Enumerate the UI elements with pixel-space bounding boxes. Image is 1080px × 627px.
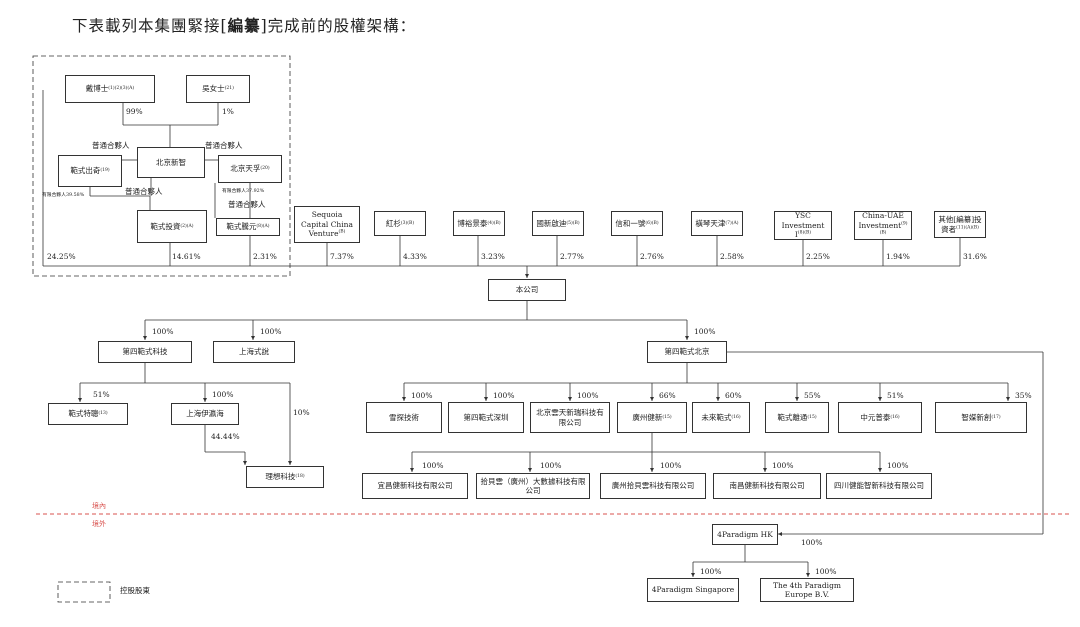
box-company: 本公司	[488, 279, 566, 301]
label-investor-pct-7: 1.94%	[886, 252, 910, 261]
label-bj-sub-pct-1: 100%	[493, 391, 515, 400]
label-lixiang-pct-a: 10%	[293, 408, 310, 417]
label-dai-direct: 24.25%	[47, 252, 76, 261]
label-bj-sub-pct-7: 35%	[1015, 391, 1032, 400]
label-bj-sub-pct-3: 66%	[659, 391, 676, 400]
box-wu: 吳女士(21)	[186, 75, 250, 103]
legend-dashed-box	[57, 581, 111, 603]
label-tecong-pct: 51%	[93, 390, 110, 399]
label-lp-chuqi: 有限合夥人39.58%	[42, 193, 85, 198]
label-investor-pct-6: 2.25%	[806, 252, 830, 261]
label-jianxin-sub-pct-1: 100%	[540, 461, 562, 470]
box-4paradigm-europe: The 4th Paradigm Europe B.V.	[760, 578, 854, 602]
box-bj-xinzhi: 北京新智	[137, 147, 205, 178]
box-bj-sub-litong: 範式離通(15)	[765, 402, 829, 433]
label-jianxin-sub-pct-4: 100%	[887, 461, 909, 470]
box-lixiang: 理想科技(18)	[246, 466, 324, 488]
box-sh-shiji: 上海式說	[213, 341, 295, 363]
box-fanshi-touzi: 範式投資(2)(A)	[137, 210, 207, 243]
label-gp-touzi: 普通合夥人	[125, 187, 163, 196]
box-fourth-tech: 第四範式科技	[98, 341, 192, 363]
box-jianxin-sub-shibei: 廣州拾貝雲科技有限公司	[600, 473, 706, 499]
label-sh-shiji-pct: 100%	[260, 327, 282, 336]
label-dai-pct: 99%	[126, 107, 143, 116]
box-bj-sub-shenzhen: 第四範式深圳	[448, 402, 524, 433]
box-fanshi-tecong: 範式特聰(13)	[48, 403, 128, 425]
label-investor-pct-2: 3.23%	[481, 252, 505, 261]
label-gp-right: 普通合夥人	[205, 141, 243, 150]
box-fourth-bj: 第四範式北京	[647, 341, 727, 363]
box-bj-sub-jianxin: 廣州健新(15)	[617, 402, 687, 433]
label-hk-pct: 100%	[801, 538, 823, 547]
label-investor-pct-4: 2.76%	[640, 252, 664, 261]
controlling-group-frame	[32, 55, 291, 277]
box-bj-sub-zhimei: 智媒新創(17)	[935, 402, 1027, 433]
box-investor-xinhe: 信和一號(6)(B)	[611, 211, 663, 236]
box-bj-sub-zhongyuan: 中元普泰(16)	[838, 402, 922, 433]
box-jianxin-sub-yichang: 宜昌健新科技有限公司	[362, 473, 468, 499]
label-investor-pct-8: 31.6%	[963, 252, 987, 261]
box-bj-sub-xuetan: 雪探技術	[366, 402, 442, 433]
box-4paradigm-hk: 4Paradigm HK	[712, 524, 778, 545]
label-gp-left: 普通合夥人	[92, 141, 130, 150]
label-overseas-sub-pct-1: 100%	[815, 567, 837, 576]
label-investor-pct-3: 2.77%	[560, 252, 584, 261]
label-overseas: 境外	[92, 520, 106, 528]
label-wu-pct: 1%	[222, 107, 234, 116]
box-investor-boyu: 博裕景泰(4)(B)	[453, 211, 505, 236]
page-heading: 下表載列本集團緊接[編纂]完成前的股權架構：	[72, 16, 417, 35]
label-investor-pct-0: 7.37%	[330, 252, 354, 261]
box-4paradigm-singapore: 4Paradigm Singapore	[647, 578, 739, 602]
label-domestic: 境內	[92, 502, 106, 510]
box-investor-guoxin: 國新啟迪(5)(B)	[532, 211, 584, 236]
box-jianxin-sub-shibei-bigdata: 拾貝雲（廣州）大數據科技有限公司	[476, 473, 590, 499]
box-bj-sub-yuntian: 北京雲天新瑞科技有限公司	[530, 402, 610, 433]
label-touzi-pct: 14.61%	[172, 252, 201, 261]
label-jianxin-sub-pct-2: 100%	[660, 461, 682, 470]
label-investor-pct-5: 2.58%	[720, 252, 744, 261]
label-bj-sub-pct-2: 100%	[577, 391, 599, 400]
box-jianxin-sub-nanchang: 南昌健新科技有限公司	[713, 473, 821, 499]
box-investor-hongshan: 紅杉(3)(B)	[374, 211, 426, 236]
label-bj-sub-pct-0: 100%	[411, 391, 433, 400]
label-tengyuan-pct: 2.31%	[253, 252, 277, 261]
label-fourth-bj-pct: 100%	[694, 327, 716, 336]
label-fourth-tech-pct: 100%	[152, 327, 174, 336]
box-jianxin-sub-sichuan: 四川健能智新科技有限公司	[826, 473, 932, 499]
label-gp-tengyuan: 普通合夥人	[228, 200, 266, 209]
box-investor-china-uae: China-UAE Investment(9)(B)	[854, 211, 912, 240]
box-sh-yihaihai: 上海伊瀛海	[171, 403, 239, 425]
label-yihaihai-pct: 100%	[212, 390, 234, 399]
label-lixiang-pct-b: 44.44%	[211, 432, 240, 441]
label-bj-sub-pct-6: 51%	[887, 391, 904, 400]
box-bj-tianyu: 北京天孚(20)	[218, 155, 282, 183]
label-jianxin-sub-pct-3: 100%	[772, 461, 794, 470]
label-jianxin-sub-pct-0: 100%	[422, 461, 444, 470]
box-investor-hengqin: 橫琴天津(7)(A)	[691, 211, 743, 236]
label-investor-pct-1: 4.33%	[403, 252, 427, 261]
box-investor-ysc: YSC Investment I(8)(B)	[774, 211, 832, 240]
box-investor-others: 其他[編纂]投資者(11)(A)(B)	[934, 211, 986, 238]
label-bj-sub-pct-5: 55%	[804, 391, 821, 400]
box-bj-sub-weilai: 未來範式(16)	[692, 402, 750, 433]
box-fanshi-chuqi: 範式出奇(19)	[58, 155, 122, 187]
label-lp-tianyu: 有限合夥人37.92%	[222, 189, 265, 194]
box-dai: 戴博士(1)(2)(3)(A)	[65, 75, 155, 103]
label-overseas-sub-pct-0: 100%	[700, 567, 722, 576]
box-fanshi-tengyuan: 範式騰元(8)(A)	[216, 218, 280, 236]
legend-controlling-shareholders: 控股股東	[120, 586, 150, 595]
box-investor-sequoia-cv: Sequoia Capital China Venture(B)	[294, 206, 360, 243]
label-bj-sub-pct-4: 60%	[725, 391, 742, 400]
